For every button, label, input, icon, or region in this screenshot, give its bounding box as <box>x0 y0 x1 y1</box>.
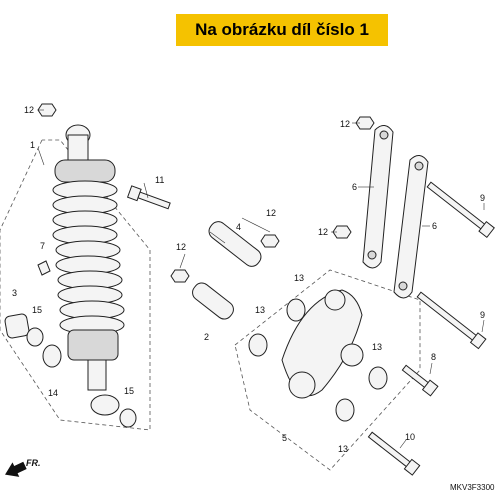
bearing-13-bottom <box>335 398 355 422</box>
callout-13: 13 <box>338 444 348 454</box>
bolt-9-upper <box>426 181 495 239</box>
seal-15-right <box>119 408 137 428</box>
tie-rod-6-left <box>362 125 394 269</box>
callout-12: 12 <box>318 227 328 237</box>
rear-shock-absorber <box>52 124 125 416</box>
bearing-13-top <box>286 298 306 322</box>
callout-4: 4 <box>236 222 241 232</box>
collar-3 <box>4 313 30 339</box>
callout-12: 12 <box>176 242 186 252</box>
callout-3: 3 <box>12 288 17 298</box>
callout-12: 12 <box>266 208 276 218</box>
callout-9: 9 <box>480 193 485 203</box>
shock-linkage-arm-5 <box>281 289 364 399</box>
bearing-14 <box>42 344 62 368</box>
callout-12: 12 <box>340 119 350 129</box>
callout-13: 13 <box>255 305 265 315</box>
bolt-8 <box>401 364 439 397</box>
pipe-2 <box>192 282 234 320</box>
callout-14: 14 <box>48 388 58 398</box>
callout-1: 1 <box>30 140 35 150</box>
callout-13: 13 <box>372 342 382 352</box>
bolt-10 <box>367 431 421 476</box>
bearing-13-right <box>368 366 388 390</box>
tie-rod-6-right <box>393 155 429 299</box>
callout-5: 5 <box>282 433 287 443</box>
callout-15: 15 <box>124 386 134 396</box>
banner-text: Na obrázku díl číslo 1 <box>195 20 369 39</box>
callout-11: 11 <box>155 175 164 185</box>
front-direction-arrow: FR. <box>5 458 41 477</box>
part-number-banner: Na obrázku díl číslo 1 <box>176 14 388 46</box>
spring-clip-7 <box>37 260 51 276</box>
callout-7: 7 <box>40 241 45 251</box>
callout-15: 15 <box>32 305 42 315</box>
callout-13: 13 <box>294 273 304 283</box>
callout-12: 12 <box>24 105 34 115</box>
bearing-13-left <box>248 333 268 357</box>
nut-12-center <box>260 234 280 248</box>
diagram-code: MKV3F3300 <box>450 483 495 492</box>
seal-15-left <box>26 327 44 347</box>
callout-8: 8 <box>431 352 436 362</box>
callout-6: 6 <box>352 182 357 192</box>
shock-spring <box>52 180 125 335</box>
linkage-assembly-frame <box>234 269 421 471</box>
pipe-4 <box>208 221 262 267</box>
callout-2: 2 <box>204 332 209 342</box>
callout-10: 10 <box>405 432 415 442</box>
bolt-9-lower <box>416 291 487 350</box>
front-label: FR. <box>26 458 41 468</box>
callout-6: 6 <box>432 221 437 231</box>
callout-9: 9 <box>480 310 485 320</box>
nut-12-left-center <box>170 269 190 283</box>
bolt-11 <box>126 185 171 210</box>
